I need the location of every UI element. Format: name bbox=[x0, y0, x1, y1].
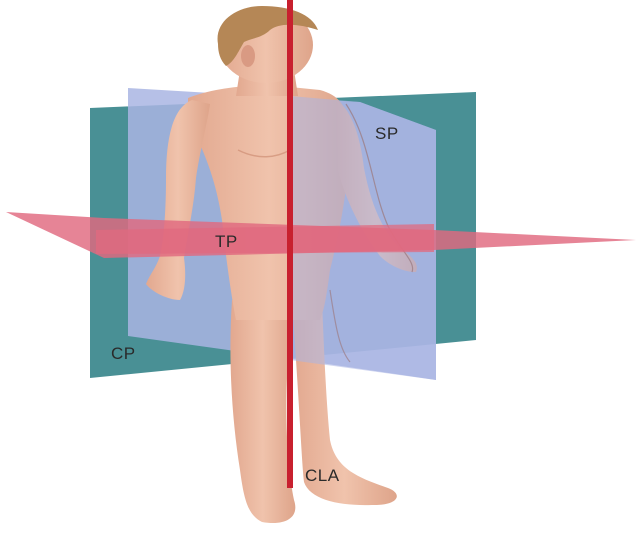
label-transverse-plane: TP bbox=[215, 232, 238, 252]
longitudinal-axis bbox=[287, 0, 293, 488]
label-longitudinal-axis: CLA bbox=[305, 466, 340, 486]
left-leg bbox=[230, 300, 295, 523]
label-sagittal-plane: SP bbox=[375, 124, 399, 144]
label-coronal-plane: CP bbox=[111, 344, 136, 364]
ear bbox=[241, 45, 255, 67]
